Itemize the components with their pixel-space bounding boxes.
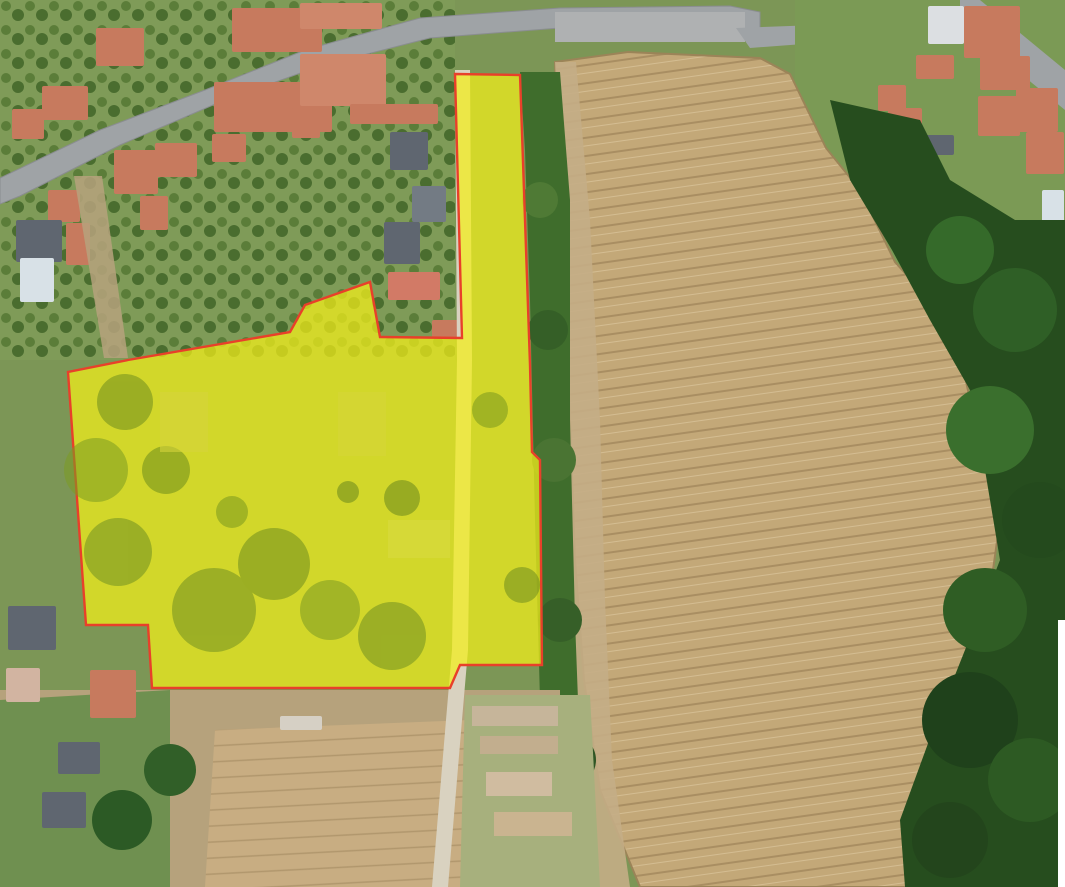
- zone-vegetation: [64, 374, 540, 670]
- southern-lands: [0, 606, 600, 887]
- tree-icon: [830, 100, 1065, 887]
- roof-tile-icon: [12, 3, 462, 338]
- highlighted-zone: [66, 72, 544, 690]
- map-edge-right: [1058, 620, 1065, 887]
- parking-lot: [555, 12, 745, 42]
- track-west: [74, 176, 128, 358]
- residential-area-northwest: [0, 0, 910, 360]
- grey-roof-buildings: [16, 132, 446, 302]
